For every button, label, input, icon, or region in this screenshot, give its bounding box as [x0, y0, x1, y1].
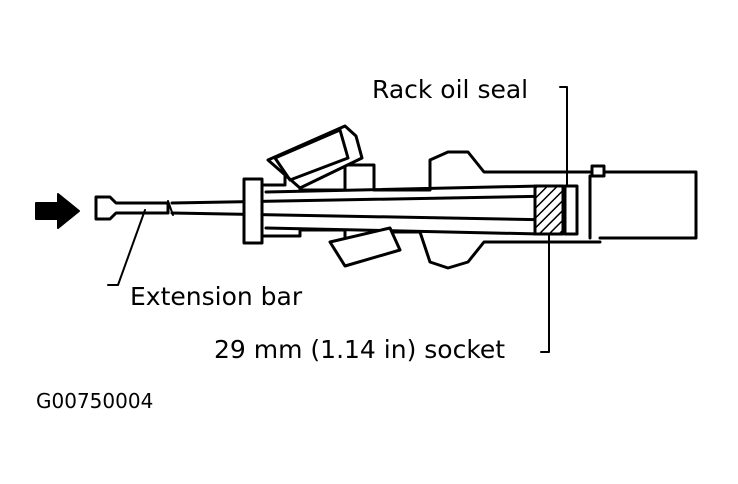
socket-label: 29 mm (1.14 in) socket — [214, 335, 506, 364]
extension-bar-label: Extension bar — [130, 282, 303, 311]
socket-shape — [533, 184, 565, 236]
rack-housing — [242, 124, 698, 270]
socket-leader — [540, 233, 550, 353]
extension-bar-leader — [107, 209, 146, 286]
rack-oil-seal — [563, 184, 579, 236]
push-direction-arrow — [35, 193, 80, 229]
rack-oil-seal-leader — [559, 86, 568, 187]
extension-bar — [94, 194, 558, 222]
figure-code: G00750004 — [36, 389, 154, 413]
rack-oil-seal-label: Rack oil seal — [372, 75, 529, 104]
